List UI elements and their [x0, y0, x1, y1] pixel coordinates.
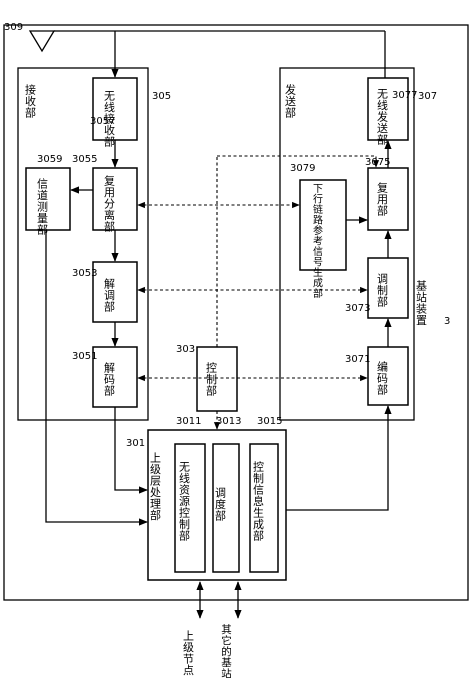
- demux-label: 复用分离部: [103, 174, 116, 233]
- upper-layer-ref: 301: [126, 438, 145, 449]
- base-station-label: 基站装置: [415, 280, 428, 326]
- decode-ref: 3051: [72, 351, 97, 362]
- ctrl-info-label: 控制信息生成部: [252, 460, 265, 542]
- receiver-ref: 305: [152, 91, 171, 102]
- transmitter-frame: [279, 67, 415, 421]
- channel-meas-label: 信道测量部: [36, 178, 49, 236]
- decode-label: 解码部: [103, 361, 116, 397]
- encode-label: 编码部: [376, 360, 389, 396]
- radio-res-block: [174, 443, 206, 573]
- demux-ref: 3055: [72, 154, 97, 165]
- upper-layer-title: 上级层处理部: [149, 452, 162, 521]
- radio-res-label: 无线资源控制部: [178, 461, 191, 542]
- transmitter-title: 发送部: [284, 83, 297, 119]
- scheduling-label: 调度部: [214, 487, 227, 522]
- dl-ref-gen-ref: 3079: [290, 163, 315, 174]
- control-ref: 303: [176, 344, 195, 355]
- channel-meas-block: [25, 167, 71, 231]
- wireless-rx-label: 无线接收部: [103, 90, 116, 148]
- mod-label: 调制部: [376, 273, 389, 308]
- wireless-tx-ref: 3077: [392, 90, 417, 101]
- transmitter-ref: 307: [418, 91, 437, 102]
- dl-ref-gen-label: 下行链路参考信号生成部: [311, 183, 323, 299]
- ctrl-info-ref: 3015: [257, 416, 282, 427]
- channel-meas-ref: 3059: [37, 154, 62, 165]
- antenna-icon: [28, 30, 60, 53]
- ctrl-info-block: [249, 443, 279, 573]
- radio-res-ref: 3011: [176, 416, 201, 427]
- scheduling-ref: 3013: [216, 416, 241, 427]
- dl-ref-gen-block: [299, 179, 347, 271]
- signal-paths: [45, 31, 392, 619]
- control-paths: [137, 155, 380, 430]
- other-station-label: 其它的基站装置: [220, 624, 232, 678]
- wireless-tx-label: 无线发送部: [376, 88, 389, 146]
- mod-ref: 3073: [345, 303, 370, 314]
- mod-block: [367, 257, 409, 319]
- receiver-frame: [17, 67, 149, 421]
- mux-block: [367, 167, 409, 231]
- encode-ref: 3071: [345, 354, 370, 365]
- control-label: 控制部: [205, 361, 218, 397]
- demux-block: [92, 167, 138, 231]
- mux-ref: 3075: [365, 157, 390, 168]
- decode-block: [92, 346, 138, 408]
- upper-node-label: 上级节点: [182, 630, 195, 677]
- antenna-ref: 309: [4, 22, 23, 33]
- mux-label: 复用部: [376, 181, 389, 217]
- demod-ref: 3053: [72, 268, 97, 279]
- demod-label: 解调部: [103, 277, 116, 313]
- wireless-rx-ref: 3057: [90, 116, 115, 127]
- base-station-ref: 3: [444, 316, 450, 327]
- encode-block: [367, 346, 409, 406]
- wireless-tx-block: [367, 77, 409, 141]
- scheduling-block: [212, 443, 240, 573]
- receiver-title: 接收部: [24, 84, 37, 119]
